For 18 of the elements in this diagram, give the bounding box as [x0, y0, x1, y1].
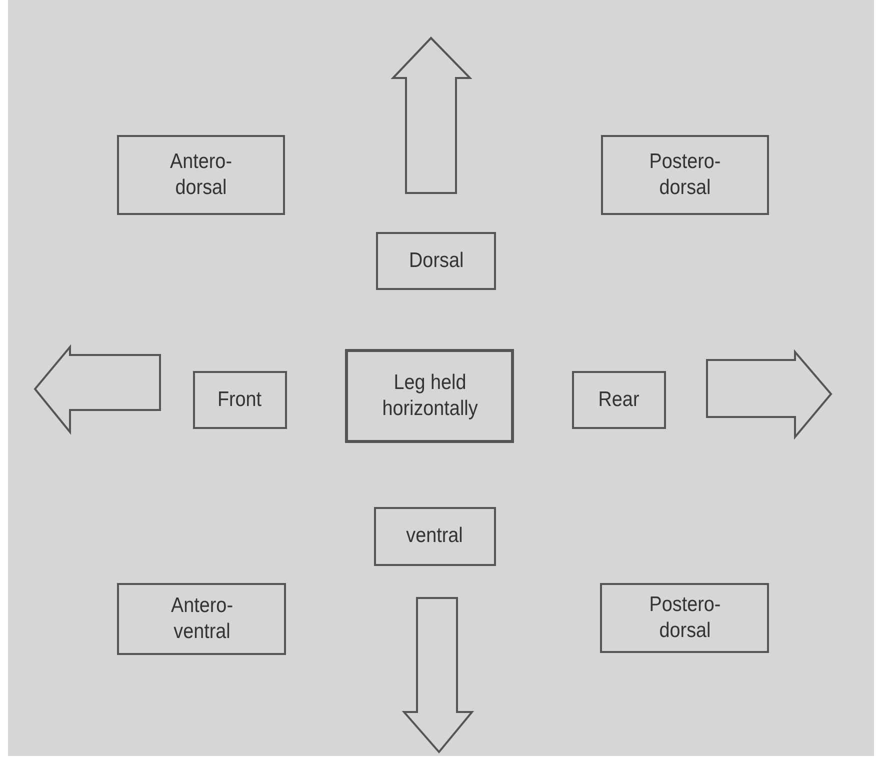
box-label: Postero- dorsal	[648, 148, 722, 201]
box-label: Antero- ventral	[170, 592, 234, 645]
box-label: Postero- dorsal	[648, 592, 722, 644]
label-box	[600, 583, 769, 653]
box-label: Dorsal	[408, 248, 464, 274]
box-label: Front	[218, 386, 262, 413]
label-box	[117, 583, 286, 655]
box-label: Leg held horizontally	[380, 370, 479, 422]
label-box	[572, 371, 666, 429]
label-box	[117, 135, 285, 215]
label-box	[376, 232, 496, 290]
box-label: Rear	[598, 386, 640, 413]
box-label: ventral	[406, 523, 464, 550]
label-box	[345, 349, 514, 443]
label-box	[601, 135, 769, 215]
label-box	[193, 371, 287, 429]
label-box	[374, 507, 496, 566]
box-label: Antero- dorsal	[169, 148, 233, 201]
